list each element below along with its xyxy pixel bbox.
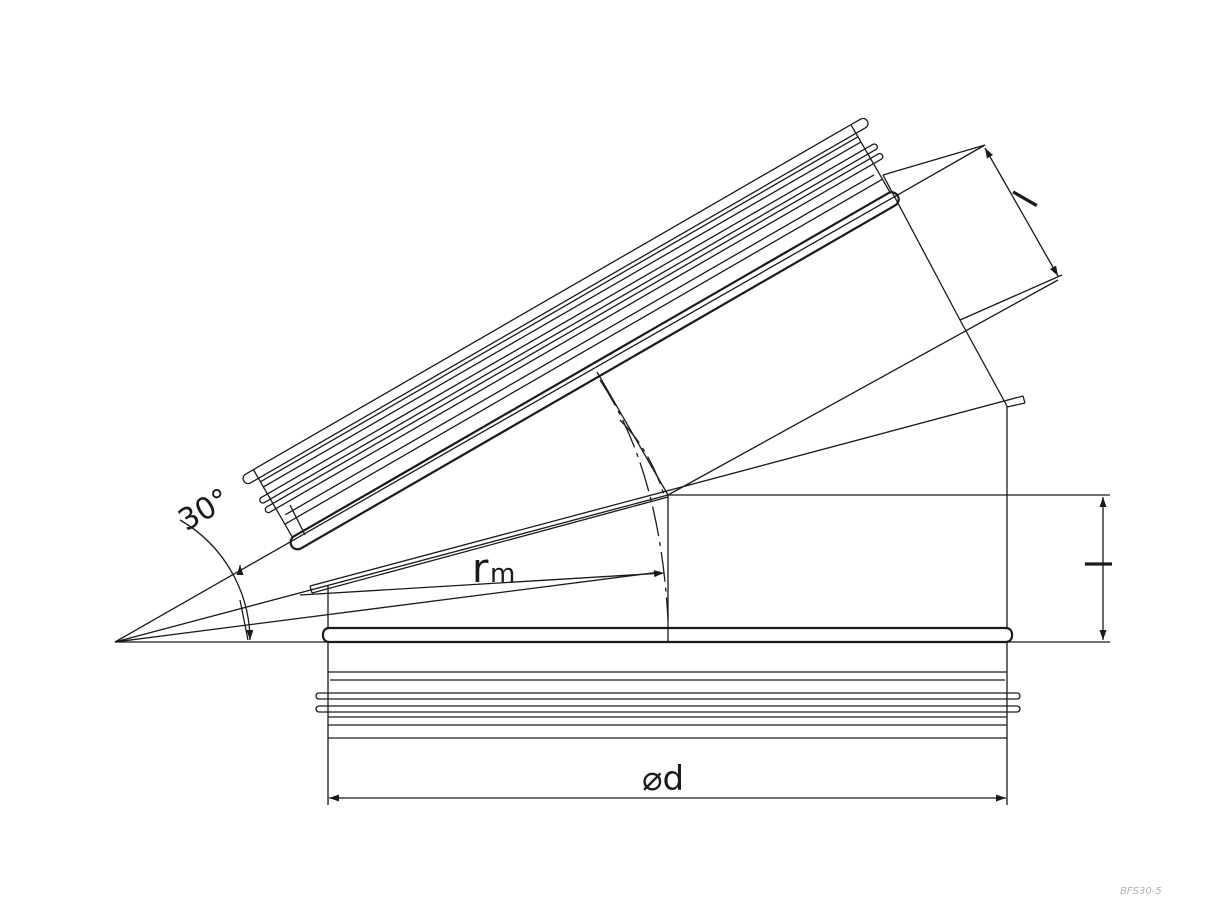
angle-arc [179, 519, 254, 641]
radius-arc [599, 379, 669, 621]
diameter-label: ⌀d [642, 759, 684, 799]
construction-lines [114, 144, 1110, 643]
elbow-body [289, 174, 1026, 642]
upper-length-label: l [1006, 185, 1047, 214]
lower-segment [315, 626, 1021, 739]
lower-length-label: l [1076, 559, 1117, 569]
part-code: BFS30-5 [1120, 886, 1162, 897]
radius-arrow [299, 570, 665, 596]
angle-label: 30° [172, 482, 236, 539]
upper-segment [242, 117, 900, 551]
upper-length-dimension [984, 147, 1059, 277]
radius-label-sub: m [490, 559, 515, 589]
radius-label-main: r [472, 546, 489, 592]
